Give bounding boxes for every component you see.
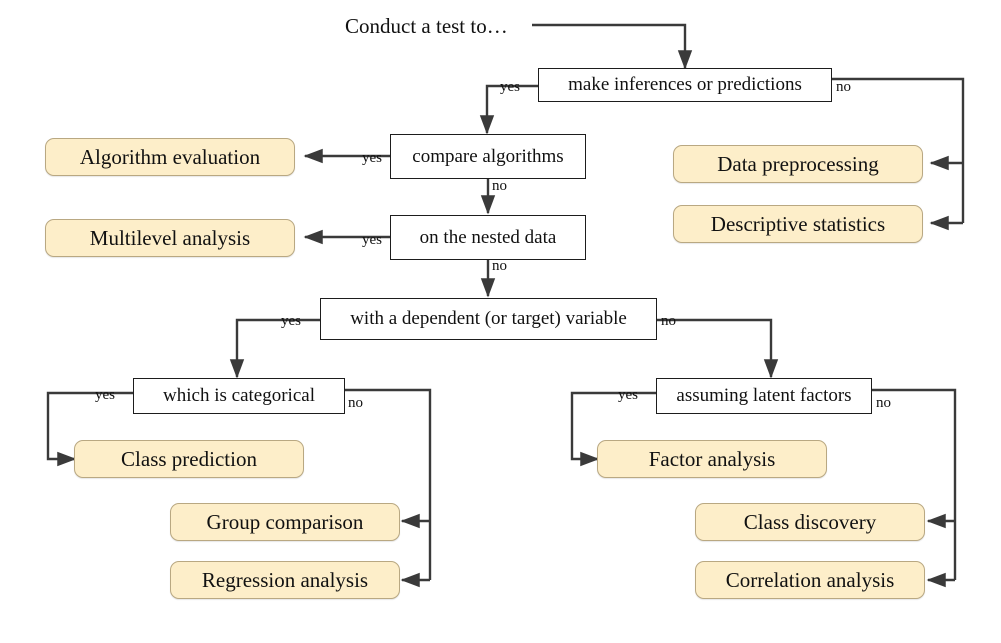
decision-nested-data[interactable]: on the nested data [390,215,586,260]
outcome-group-comparison[interactable]: Group comparison [170,503,400,541]
decision-compare-algorithms-label: compare algorithms [412,145,564,167]
edge-label-nested-yes: yes [362,232,382,248]
edge-label-nested-no: no [492,258,507,274]
decision-make-inferences-label: make inferences or predictions [568,74,802,96]
decision-dependent-variable[interactable]: with a dependent (or target) variable [320,298,657,340]
outcome-correlation-analysis-label: Correlation analysis [725,567,895,592]
outcome-regression-analysis[interactable]: Regression analysis [170,561,400,599]
outcome-data-preprocessing-label: Data preprocessing [717,151,879,176]
outcome-class-prediction[interactable]: Class prediction [74,440,304,478]
decision-make-inferences[interactable]: make inferences or predictions [538,68,832,102]
outcome-correlation-analysis[interactable]: Correlation analysis [695,561,925,599]
outcome-class-discovery[interactable]: Class discovery [695,503,925,541]
edge-label-inferences-no: no [836,79,851,95]
edge-label-dependent-yes: yes [281,313,301,329]
outcome-multilevel-analysis[interactable]: Multilevel analysis [45,219,295,257]
edge-label-categorical-yes: yes [95,387,115,403]
outcome-factor-analysis-label: Factor analysis [648,446,776,471]
decision-compare-algorithms[interactable]: compare algorithms [390,134,586,179]
outcome-factor-analysis[interactable]: Factor analysis [597,440,827,478]
outcome-regression-analysis-label: Regression analysis [201,567,369,592]
decision-dependent-variable-label: with a dependent (or target) variable [350,308,627,330]
outcome-group-comparison-label: Group comparison [206,509,364,534]
outcome-algorithm-evaluation[interactable]: Algorithm evaluation [45,138,295,176]
decision-which-categorical-label: which is categorical [163,385,315,407]
root-title-text: Conduct a test to… [345,14,508,38]
decision-latent-factors[interactable]: assuming latent factors [656,378,872,414]
outcome-descriptive-statistics[interactable]: Descriptive statistics [673,205,923,243]
edge-label-compare-no: no [492,178,507,194]
edge-categorical-no-trunk [345,388,432,580]
edge-label-compare-yes: yes [362,150,382,166]
outcome-descriptive-statistics-label: Descriptive statistics [710,211,886,236]
edge-label-inferences-yes: yes [500,79,520,95]
outcome-class-discovery-label: Class discovery [743,509,877,534]
decision-nested-data-label: on the nested data [419,226,557,248]
edge-label-categorical-no: no [348,395,363,411]
edge-root-to-make-inferences [532,23,693,70]
edge-latent-no-trunk [872,388,957,580]
outcome-class-prediction-label: Class prediction [121,446,257,471]
outcome-algorithm-evaluation-label: Algorithm evaluation [79,144,261,169]
outcome-multilevel-analysis-label: Multilevel analysis [89,225,251,250]
outcome-data-preprocessing[interactable]: Data preprocessing [673,145,923,183]
edge-label-dependent-no: no [661,313,676,329]
decision-which-categorical[interactable]: which is categorical [133,378,345,414]
edge-label-latent-no: no [876,395,891,411]
decision-latent-factors-label: assuming latent factors [676,385,852,407]
edge-dependent-yes [229,318,320,379]
edge-label-latent-yes: yes [618,387,638,403]
